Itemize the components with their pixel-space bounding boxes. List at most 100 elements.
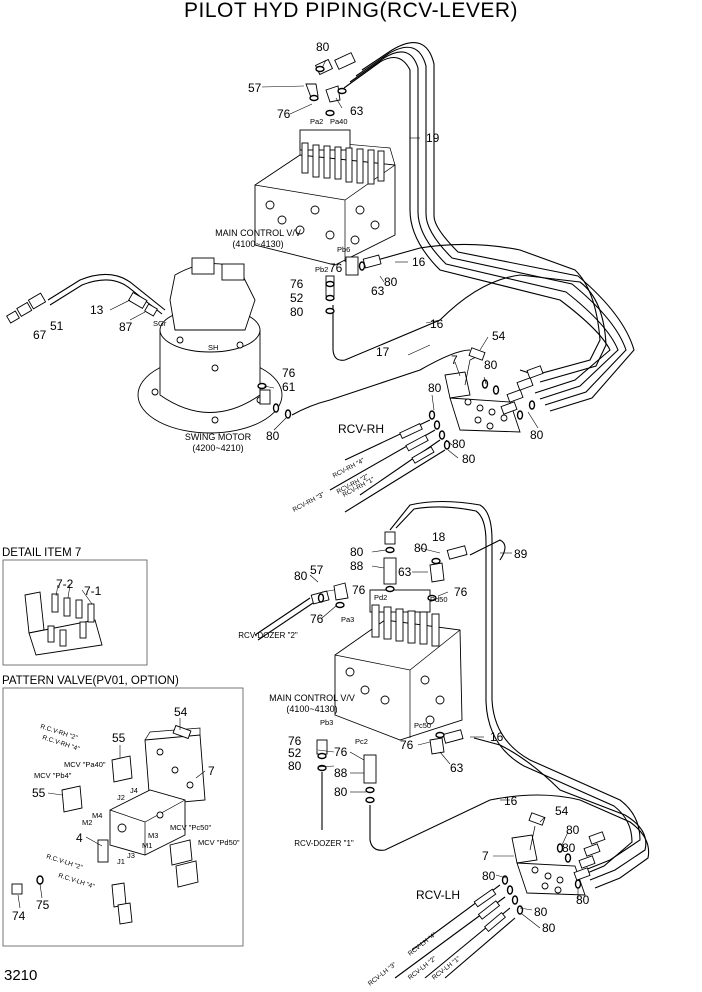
callout: 89 — [514, 547, 528, 561]
callout: 52 — [290, 291, 304, 305]
port-label: Pd50 — [430, 595, 448, 604]
port-label: Pa3 — [341, 615, 354, 624]
pv-lh-4-label: R.C.V-LH "4" — [57, 872, 95, 890]
callout: 7 — [482, 849, 489, 863]
port-label: Pc50 — [414, 721, 431, 730]
callout: 74 — [12, 909, 26, 923]
mcv-top-label-1: MAIN CONTROL V/V — [215, 228, 301, 238]
callout: 16 — [412, 255, 426, 269]
callout-numbers: 80 57 76 63 19 16 80 76 63 76 52 80 16 1… — [12, 40, 590, 935]
rcv-dozer-1-label: RCV-DOZER "1" — [294, 839, 354, 848]
port-label: Pa2 — [310, 117, 323, 126]
callout: 57 — [310, 563, 324, 577]
callout: 17 — [376, 345, 390, 359]
port-label: Pd2 — [374, 593, 387, 602]
callout: 7 — [208, 764, 215, 778]
callout: 76 — [454, 585, 468, 599]
rcv-rh-label: RCV-RH — [338, 422, 384, 436]
rcv-lh-assembly — [501, 812, 606, 915]
callout: 63 — [371, 284, 385, 298]
callout: 67 — [33, 328, 47, 342]
mcv-pb4-label: MCV "Pb4" — [34, 771, 72, 780]
pattern-valve-box — [2, 687, 244, 947]
callout: 13 — [90, 303, 104, 317]
callout: 76 — [329, 261, 343, 275]
fittings-top — [305, 52, 382, 315]
callout: 88 — [350, 559, 364, 573]
rcv-lh-label: RCV-LH — [416, 888, 460, 902]
port-label: J3 — [127, 851, 135, 860]
hose-16-top — [369, 243, 601, 376]
callout: 76 — [288, 734, 302, 748]
callout: 80 — [350, 545, 364, 559]
port-label: J1 — [117, 857, 125, 866]
rcv-lh-4-label: RCV-LH "4" — [407, 931, 439, 958]
mcv-bottom-label-1: MAIN CONTROL V/V — [269, 693, 355, 703]
rcv-lh-hoses — [394, 884, 516, 979]
port-label: M4 — [92, 811, 102, 820]
port-label: M3 — [148, 831, 158, 840]
callout: 80 — [566, 823, 580, 837]
port-label: J4 — [130, 786, 138, 795]
port-label: J2 — [117, 793, 125, 802]
port-label: Pb3 — [320, 718, 333, 727]
callout: 80 — [530, 428, 544, 442]
callout: 54 — [174, 705, 188, 719]
mcv-pd50-label: MCV "Pd50" — [198, 838, 240, 847]
callout: 16 — [490, 730, 504, 744]
callout: 55 — [32, 786, 46, 800]
swing-motor-label-1: SWING MOTOR — [185, 432, 252, 442]
callout: 80 — [482, 869, 496, 883]
leader-lines — [17, 59, 579, 929]
callout: 76 — [282, 366, 296, 380]
rcv-dozer-2-label: RCV-DOZER "2" — [238, 631, 298, 640]
main-control-valve-bottom — [334, 589, 463, 741]
mcv-pa40-label: MCV "Pa40" — [64, 760, 106, 769]
callout: 88 — [334, 766, 348, 780]
callout: 80 — [266, 429, 280, 443]
callout: 51 — [50, 319, 64, 333]
callout: 80 — [290, 305, 304, 319]
callout: 80 — [384, 275, 398, 289]
hose-13 — [47, 273, 166, 315]
swing-motor — [137, 257, 292, 434]
port-label: M1 — [142, 841, 152, 850]
rcv-rh-assembly — [428, 347, 544, 450]
hose-17 — [291, 349, 471, 416]
callout: 52 — [288, 746, 302, 760]
callout: 63 — [450, 761, 464, 775]
callout: 4 — [76, 831, 83, 845]
callout: 18 — [432, 530, 446, 544]
rcv-lh-3-label: RCV-LH "3" — [367, 961, 399, 988]
callout: 76 — [310, 612, 324, 626]
port-label: SH — [208, 343, 218, 352]
callout: 75 — [36, 898, 50, 912]
callout: 7-2 — [56, 577, 74, 591]
callout: 57 — [248, 81, 262, 95]
callout: 54 — [555, 804, 569, 818]
rcv-rh-hoses — [329, 419, 446, 513]
callout: 80 — [294, 569, 308, 583]
callout: 80 — [334, 785, 348, 799]
callout: 7 — [451, 353, 458, 367]
fittings-bottom — [254, 531, 468, 830]
port-label: M2 — [82, 818, 92, 827]
main-control-valve-top — [254, 129, 396, 266]
callout: 80 — [288, 759, 302, 773]
callout: 80 — [562, 841, 576, 855]
hose-89-bundle — [369, 500, 650, 889]
pattern-valve-drawing — [11, 724, 206, 925]
callout: 80 — [452, 437, 466, 451]
callout: 16 — [430, 317, 444, 331]
callout: 76 — [400, 738, 414, 752]
mcv-top-label-2: (4100~4130) — [232, 239, 283, 249]
callout: 80 — [316, 40, 330, 54]
callout: 80 — [428, 381, 442, 395]
callout: 76 — [334, 745, 348, 759]
port-label: SGr — [153, 319, 167, 328]
callout: 80 — [534, 905, 548, 919]
callout: 63 — [350, 104, 364, 118]
callout: 54 — [492, 329, 506, 343]
pv-lh-2-label: R.C.V-LH "2" — [45, 853, 83, 871]
